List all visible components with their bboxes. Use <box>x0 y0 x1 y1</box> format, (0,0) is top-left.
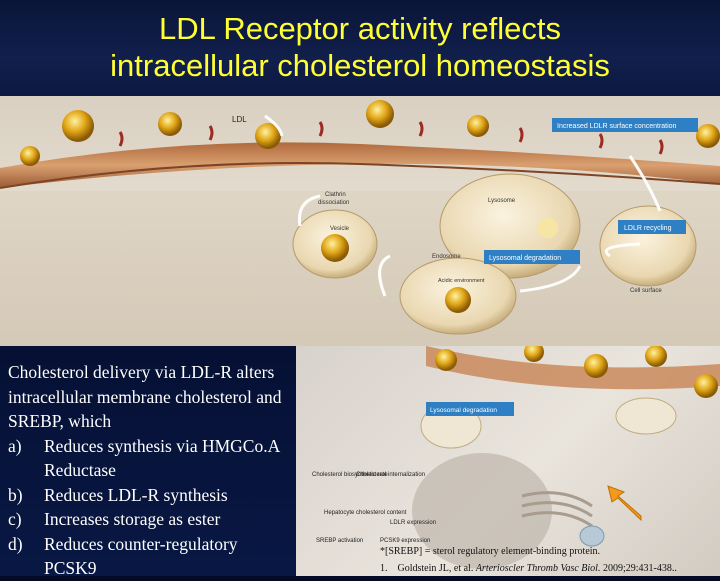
ldl-receptor-illustration: LDL Increased LDLR surface concentration… <box>0 96 720 346</box>
ldl-particle <box>366 100 394 128</box>
label-endosome: Endosome <box>432 254 461 260</box>
explanation-panel: Cholesterol delivery via LDL-R alters in… <box>0 346 296 578</box>
reference-citation: 2009;29:431-438.. <box>602 563 677 574</box>
inset-canvas: Lysosomal degradation Cholesterol biosyn… <box>312 346 720 569</box>
reference-authors: Goldstein JL, et al. <box>397 563 474 574</box>
inset-label-srebp-activation: SREBP activation <box>316 538 363 544</box>
inset-label-pcsk9-expression: PCSK9 expression <box>380 538 430 544</box>
intro-text: Cholesterol delivery via LDL-R alters in… <box>8 362 282 431</box>
ldl-particle <box>255 123 281 149</box>
list-text: Reduces counter-regulatory PCSK9 <box>44 533 238 579</box>
pathway-arrows <box>264 114 662 297</box>
footnote: *[SREBP] = sterol regulatory element-bin… <box>380 546 601 557</box>
reference-journal: Arterioscler Thromb Vasc Biol. <box>475 563 601 574</box>
title-line-1: LDL Receptor activity reflects <box>158 11 561 46</box>
inset-label-ldlr-expression: LDLR expression <box>390 520 436 526</box>
list-marker: d) <box>8 533 23 554</box>
slide-title: LDL Receptor activity reflects intracell… <box>0 10 720 84</box>
list-text: Reduces synthesis via HMGCo.A Reductase <box>44 435 280 481</box>
list-item: d) Reduces counter-regulatory PCSK9 <box>8 532 292 581</box>
title-bar: LDL Receptor activity reflects intracell… <box>0 0 720 98</box>
ldlr-recycling-box <box>618 220 686 234</box>
effects-list: a) Reduces synthesis via HMGCo.A Reductas… <box>8 434 292 581</box>
reference: 1. Goldstein JL, et al. Arterioscler Thr… <box>380 563 677 574</box>
label-vesicle: Vesicle <box>330 226 350 232</box>
list-item: c) Increases storage as ester <box>8 507 292 532</box>
label-dissociation: dissociation <box>318 200 349 206</box>
label-ldlr-recycling: LDLR recycling <box>624 225 672 232</box>
ldl-particle <box>20 146 40 166</box>
label-lysosomal-degradation: Lysosomal degradation <box>489 255 561 262</box>
inset-label-internalization: Cholesterol internalization <box>356 472 425 478</box>
inset-label-biosynthetic-rate: Cholesterol biosynthetic rate <box>312 472 388 478</box>
lysosomal-degradation-box <box>484 250 580 264</box>
list-item: b) Reduces LDL-R synthesis <box>8 483 292 508</box>
illustration-canvas: LDL Increased LDLR surface concentration… <box>0 100 720 346</box>
label-acidic-environment: Acidic environment <box>438 278 485 284</box>
label-ldl: LDL <box>232 115 247 124</box>
inset-label-hepatocyte-cholesterol: Hepatocyte cholesterol content <box>324 510 407 516</box>
label-increased-surface: Increased LDLR surface concentration <box>557 123 677 130</box>
inset-label-lysosomal-degradation: Lysosomal degradation <box>430 407 497 414</box>
title-line-2: intracellular cholesterol homeostasis <box>110 48 610 83</box>
ldl-particle <box>62 110 94 142</box>
ldl-particle <box>696 124 720 148</box>
list-marker: c) <box>8 509 22 529</box>
label-cell-surface: Cell surface <box>630 288 662 294</box>
hepatocyte-inset: Lysosomal degradation Cholesterol biosyn… <box>296 346 720 576</box>
list-item: a) Reduces synthesis via HMGCo.A Reductas… <box>8 434 292 483</box>
label-clathrin: Clathrin <box>325 192 346 198</box>
list-marker: b) <box>8 484 23 505</box>
increased-surface-box <box>552 118 698 132</box>
ldl-receptors <box>118 121 664 155</box>
reference-number: 1. <box>380 563 388 574</box>
highlight-arrow <box>607 485 642 522</box>
ldl-particle <box>158 112 182 136</box>
explanation-text: Cholesterol delivery via LDL-R alters in… <box>8 360 292 581</box>
inset-lysosomal-box <box>426 402 514 416</box>
list-text: Reduces LDL-R synthesis <box>44 484 228 505</box>
list-text: Increases storage as ester <box>44 509 221 529</box>
list-marker: a) <box>8 435 22 456</box>
ldl-particle <box>467 115 489 137</box>
label-lysosome: Lysosome <box>488 198 516 204</box>
cell-membrane <box>0 142 720 188</box>
